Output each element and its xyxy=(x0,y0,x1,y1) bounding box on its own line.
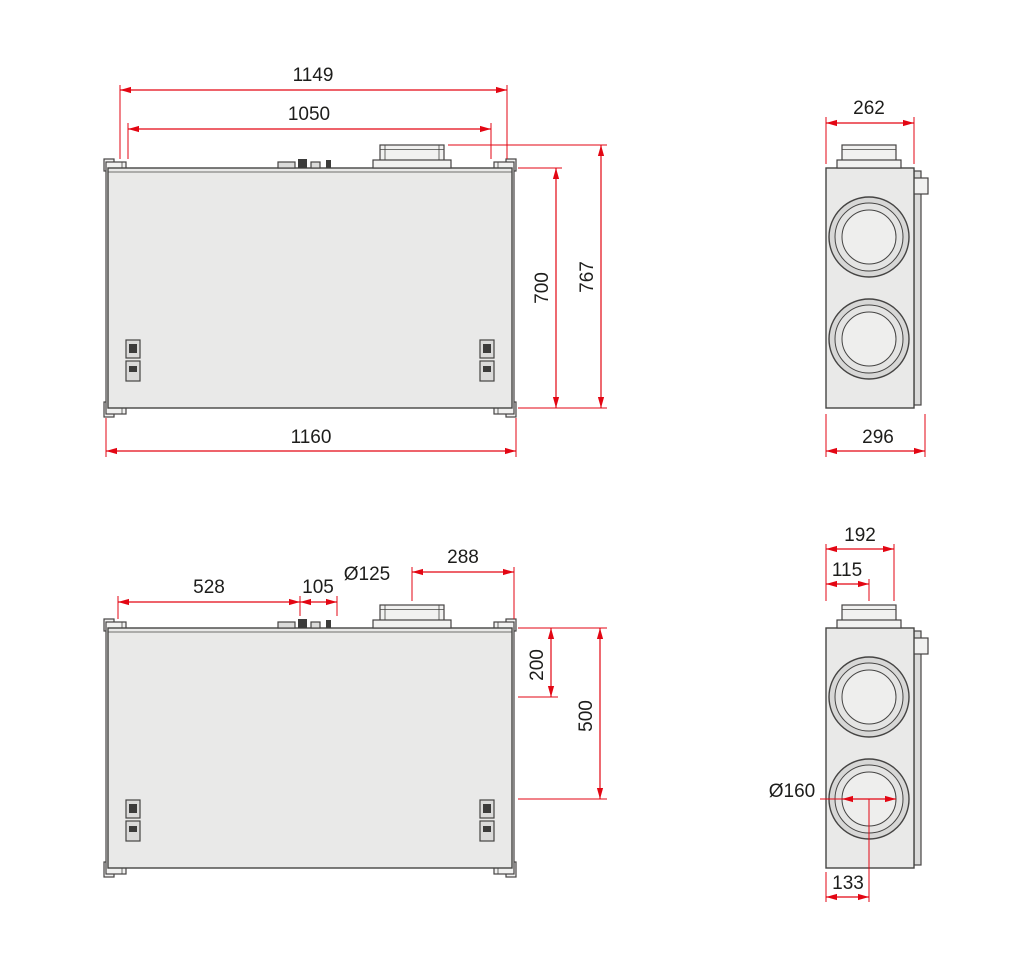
dim-height-total: 767 xyxy=(448,144,607,408)
dim-label-700: 700 xyxy=(532,272,553,304)
dim-width-top: 1149 xyxy=(119,65,508,159)
front-view-connections: 528 105 Ø125 288 200 500 xyxy=(103,547,607,878)
dim-axis-lower: 500 xyxy=(518,628,607,800)
dim-width-inner: 1050 xyxy=(127,104,492,159)
dim-label-1149: 1149 xyxy=(293,65,334,86)
dim-height-body: 700 xyxy=(518,167,607,409)
dim-depth-a: 192 xyxy=(825,525,895,601)
front-view-overall: 1149 1050 700 767 1160 xyxy=(103,65,607,457)
front-unit-drawing xyxy=(103,144,517,418)
dim-depth-bottom: 296 xyxy=(825,414,926,457)
side-view-connections: 192 115 Ø160 133 xyxy=(769,525,929,902)
dim-label-200: 200 xyxy=(527,649,548,681)
dim-label-1160: 1160 xyxy=(291,427,332,448)
side-unit-drawing xyxy=(825,144,929,409)
dim-offset-left: 528 xyxy=(117,577,301,619)
dim-offset-right: 288 xyxy=(411,547,515,619)
dim-label-500: 500 xyxy=(576,700,597,732)
dim-depth-top: 262 xyxy=(825,98,915,164)
dim-label-767: 767 xyxy=(577,261,598,293)
side-view-overall: 262 296 xyxy=(825,98,929,457)
dim-depth-b: 115 xyxy=(826,560,870,601)
dim-label-1050: 1050 xyxy=(288,104,330,125)
dim-label-133: 133 xyxy=(832,873,864,894)
dim-axis-offset: 133 xyxy=(825,799,870,902)
dim-label-528: 528 xyxy=(193,577,225,598)
side-unit-drawing-2 xyxy=(825,604,929,869)
dim-label-262: 262 xyxy=(853,98,885,119)
dim-axis-upper: 200 xyxy=(518,627,607,698)
dim-label-diameter-160: Ø160 xyxy=(769,781,815,802)
dim-label-192: 192 xyxy=(844,525,876,546)
dim-width-bottom: 1160 xyxy=(105,418,517,457)
dim-label-115: 115 xyxy=(832,560,862,581)
front-unit-drawing-2 xyxy=(103,604,517,878)
dim-offset-mid: 105 xyxy=(300,577,338,616)
dim-label-296: 296 xyxy=(862,427,894,448)
dim-label-105: 105 xyxy=(302,577,334,598)
dim-label-duct-diameter: Ø125 xyxy=(344,564,390,585)
dim-label-288: 288 xyxy=(447,547,479,568)
